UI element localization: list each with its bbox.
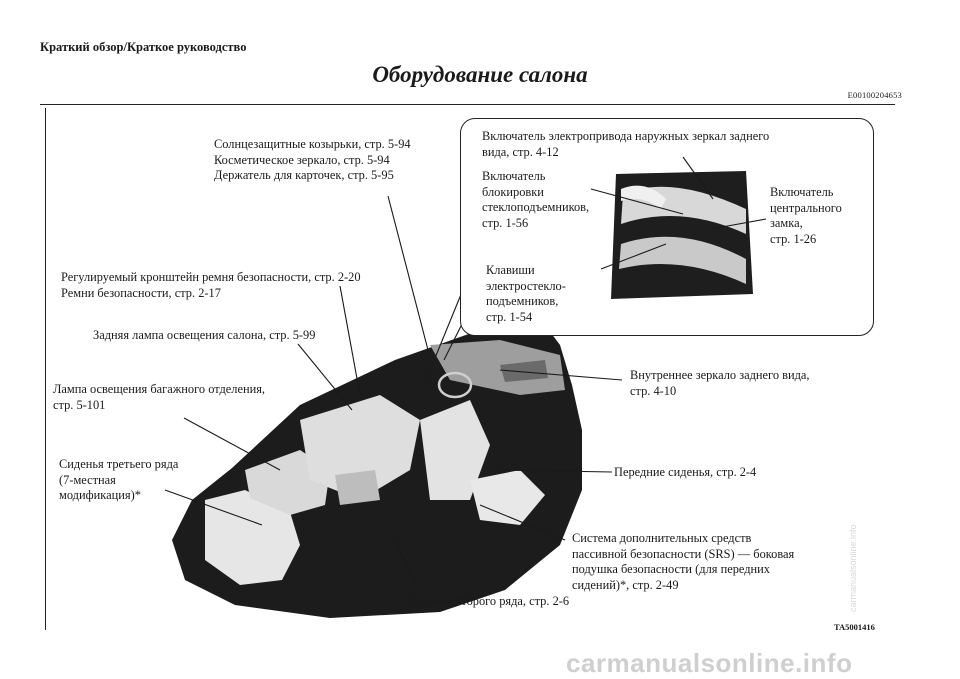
label-third-row: Сиденья третьего ряда (7-местная модифик… [59,457,179,502]
second-row-seat [300,395,420,500]
front-seat-left [420,400,490,500]
leader-inset-link-a [425,291,463,381]
leader-second-row [391,534,419,589]
label-belt-anchor: Регулируемый кронштейн ремня безопасност… [61,270,361,300]
windshield-glare [500,360,548,382]
leader-lines [164,195,623,589]
leader-sun-visors [387,195,429,351]
rear-cargo-floor [205,490,300,585]
door-panel-illustration [590,156,767,299]
label-srs: Система дополнительных средств пассивной… [572,531,795,592]
leader-central-lock [710,218,767,230]
label-second-row: Сиденья второго ряда, стр. 2-6 [408,594,570,608]
inset-label-window-keys: Клавиши электростекло- подъемников, стр.… [486,263,566,324]
leader-belt-anchor [339,285,361,396]
watermark: carmanualsonline.info [566,648,853,678]
inset-label-central-lock: Включатель центрального замка, стр. 1-26 [770,185,842,246]
label-sun-visors: Солнцезащитные козырьки, стр. 5-94 Косме… [214,137,411,182]
leader-third-row [164,489,263,526]
door-pull [621,185,666,209]
leader-mirror [499,369,623,381]
label-front-seats: Передние сиденья, стр. 2-4 [614,465,757,479]
leader-srs [479,504,566,541]
dashboard [430,340,565,395]
leader-window-keys [600,243,667,270]
document-id: E00100204653 [847,90,902,100]
page-title: Оборудование салона [372,62,588,87]
leader-rear-lamp [297,343,353,411]
left-margin-rule [45,108,46,630]
label-cargo-lamp: Лампа освещения багажного отделения, стр… [53,382,266,412]
header-rule [40,104,895,105]
leader-mirror-switch [682,156,714,200]
inset-label-lock-switch: Включатель блокировки стеклоподъемников,… [482,169,590,230]
inset-leader-lines [590,156,767,270]
leader-front-seats [499,469,613,473]
label-mirror: Внутреннее зеркало заднего вида, стр. 4-… [630,368,810,398]
door-switch-inset: Включатель электропривода наружных зерка… [460,118,874,336]
leader-cargo-lamp [183,417,281,471]
console [335,470,380,505]
inset-label-mirror-switch: Включатель электропривода наружных зерка… [482,129,770,159]
figure-code: TA5001416 [834,622,875,632]
section-header: Краткий обзор/Краткое руководство [40,40,247,54]
label-rear-lamp: Задняя лампа освещения салона, стр. 5-99 [93,328,316,342]
steering-wheel [437,371,473,399]
armrest-lower [619,236,746,284]
leader-lock-switch [590,188,684,215]
front-seat-right [470,470,545,525]
side-watermark: carmanualsonline.info [848,524,858,612]
